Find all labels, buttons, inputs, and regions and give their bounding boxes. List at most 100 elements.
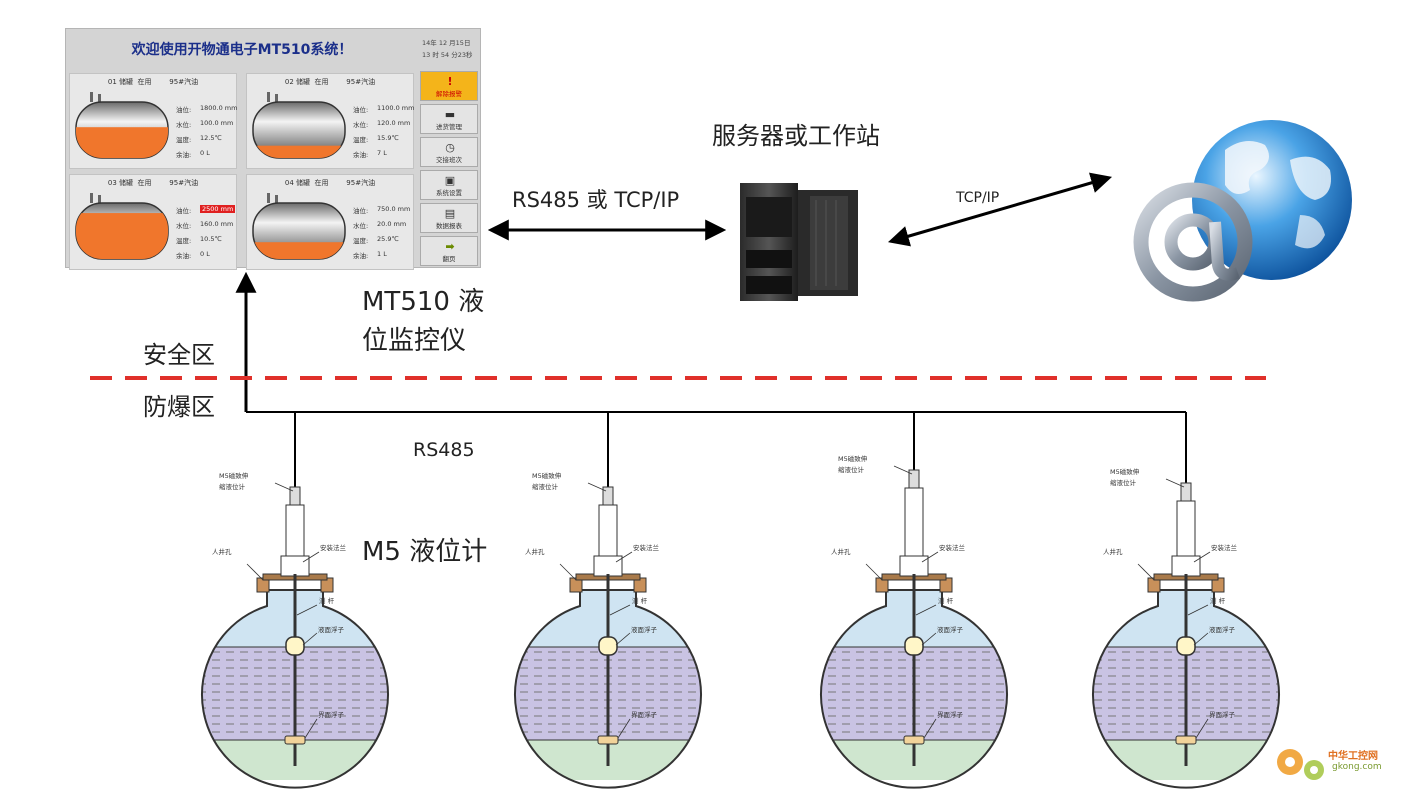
reading-key: 温度: <box>176 136 192 144</box>
tank-reading-row: 温度: 12.5℃ <box>176 134 222 144</box>
reading-key: 油位: <box>176 106 192 114</box>
tank-oil-level-fill <box>253 242 345 259</box>
button-label: 系统设置 <box>436 189 462 197</box>
reading-key: 温度: <box>176 237 192 245</box>
mt510-hmi-screen: 欢迎使用开物通电子MT510系统！ 14年 12 月15日 13 时 54 分2… <box>65 28 481 270</box>
reading-key: 水位: <box>176 121 192 129</box>
spherical-tank-with-gauge <box>514 482 702 789</box>
rod-label: 测 杆 <box>632 597 648 605</box>
reading-value: 12.5℃ <box>200 134 222 142</box>
flange-label: 安装法兰 <box>320 544 346 552</box>
sensor-label-line2: 缩液位计 <box>532 483 558 491</box>
system-settings-button[interactable]: ▣ 系统设置 <box>420 170 478 200</box>
reading-key: 水位: <box>353 222 369 230</box>
spherical-tank-with-gauge <box>201 482 389 789</box>
explosion-proof-zone-label: 防爆区 <box>143 393 215 421</box>
button-label: 进货管理 <box>436 123 462 131</box>
button-label: 交接班次 <box>436 156 462 164</box>
tank-card-header: 04 储罐 在用 95#汽油 <box>284 179 376 187</box>
tank-reading-row: 油位:750.0 mm <box>353 205 410 215</box>
monitor-icon: ▣ <box>444 174 456 187</box>
truck-icon: ▬ <box>444 108 456 121</box>
tank-reading-row: 温度:25.9℃ <box>353 235 399 245</box>
mt510-label-line1: MT510 液 <box>362 287 485 317</box>
reading-value: 1 L <box>377 250 387 258</box>
spherical-tank-with-gauge <box>1092 478 1280 789</box>
tank-reading-row: 温度:10.5℃ <box>176 235 222 245</box>
printer-icon: ▤ <box>444 207 456 220</box>
flange-label: 安装法兰 <box>633 544 659 552</box>
sensor-label-line2: 缩液位计 <box>1110 479 1136 487</box>
watermark-line1: 中华工控网 <box>1328 751 1378 762</box>
reading-key: 油位: <box>353 106 369 114</box>
reading-key: 余油: <box>176 151 192 159</box>
tank-reading-row: 余油: 0 L <box>176 149 210 159</box>
gkong-watermark-logo <box>1277 749 1324 780</box>
safe-zone-label: 安全区 <box>143 341 215 369</box>
surface-float-label: 液面浮子 <box>937 626 963 634</box>
surface-float-label: 液面浮子 <box>318 626 344 634</box>
flange-label: 安装法兰 <box>939 544 965 552</box>
tank-reading-row: 油位:2500 mm <box>176 205 236 215</box>
hmi-date: 14年 12 月15日 <box>422 39 471 47</box>
tank-oil-level-fill <box>76 127 168 158</box>
reading-value: 120.0 mm <box>377 119 411 127</box>
tank-reading-row: 水位:100.0 mm <box>176 119 233 129</box>
surface-float-label: 液面浮子 <box>1209 626 1235 634</box>
button-label: 翻页 <box>442 255 456 263</box>
data-report-button[interactable]: ▤数据报表 <box>420 203 478 233</box>
sensor-label-line1: M5磁致伸 <box>838 455 868 463</box>
reading-key: 余油: <box>353 151 369 159</box>
page-turn-button[interactable]: ➡ 翻页 <box>420 236 478 266</box>
tcpip-link-arrow <box>887 172 1113 247</box>
tank-oil-level-fill <box>253 145 345 158</box>
m5-gauge-label: M5 液位计 <box>362 537 488 567</box>
shift-handover-button[interactable]: ◷交接班次 <box>420 137 478 167</box>
alarm-icon: ! <box>447 75 453 88</box>
sensor-label-line2: 缩液位计 <box>838 466 864 474</box>
reading-value: 0 L <box>200 250 210 258</box>
manhole-label: 人井孔 <box>212 548 232 556</box>
clear-alarm-button[interactable]: ! 解除报警 <box>420 71 478 101</box>
tank-card[interactable]: 04 储罐 在用 95#汽油 油位:750.0 mm 水位: 20.0 mm 温度:2… <box>246 174 414 270</box>
reading-key: 余油: <box>176 252 192 260</box>
tank-reading-row: 水位: 20.0 mm <box>353 220 406 230</box>
interface-float-label: 界面浮子 <box>318 711 344 719</box>
interface-float-label: 界面浮子 <box>631 711 657 719</box>
manhole-label: 人井孔 <box>831 548 851 556</box>
reading-key: 水位: <box>353 121 369 129</box>
reading-key: 余油: <box>353 252 369 260</box>
reading-key: 温度: <box>353 237 369 245</box>
flange-label: 安装法兰 <box>1211 544 1237 552</box>
tank-card-header: 02 储罐 在用 95#汽油 <box>284 78 376 86</box>
reading-value: 20.0 mm <box>377 220 407 228</box>
reading-value: 1800.0 mm <box>200 104 238 112</box>
reading-key: 油位: <box>176 207 192 215</box>
delivery-management-button[interactable]: ▬ 进货管理 <box>420 104 478 134</box>
sensor-label-line1: M5磁致伸 <box>532 472 562 480</box>
manhole-label: 人井孔 <box>525 548 545 556</box>
reading-value: 1100.0 mm <box>377 104 415 112</box>
tank-icon <box>75 193 169 260</box>
reading-value: 15.9℃ <box>377 134 399 142</box>
tank-reading-row: 油位: 1100.0 mm <box>353 104 414 114</box>
interface-float-label: 界面浮子 <box>937 711 963 719</box>
mt510-label-line2: 位监控仪 <box>362 326 467 356</box>
rod-label: 测 杆 <box>938 597 954 605</box>
button-label: 解除报警 <box>436 90 462 98</box>
reading-key: 油位: <box>353 207 369 215</box>
server-label: 服务器或工作站 <box>712 122 880 150</box>
tank-card[interactable]: 02 储罐 在用 95#汽油 油位: 1100.0 mm 水位: 120.0 mm 温度… <box>246 73 414 169</box>
reading-key: 温度: <box>353 136 369 144</box>
internet-globe-icon <box>1133 120 1352 302</box>
arrow-right-icon: ➡ <box>445 240 455 253</box>
reading-value: 7 L <box>377 149 387 157</box>
tank-reading-row: 温度: 15.9℃ <box>353 134 399 144</box>
reading-key: 水位: <box>176 222 192 230</box>
rod-label: 测 杆 <box>1210 597 1226 605</box>
spherical-tank-with-gauge <box>820 465 1008 789</box>
surface-float-label: 液面浮子 <box>631 626 657 634</box>
reading-value: 0 L <box>200 149 210 157</box>
